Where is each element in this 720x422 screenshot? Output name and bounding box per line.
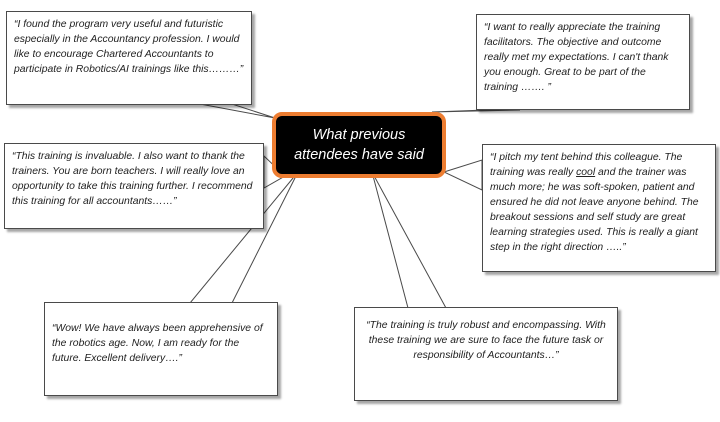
testimonial-middle-left: “This training is invaluable. I also wan… (4, 143, 264, 229)
emphasized-word: cool (576, 167, 596, 178)
testimonial-top-right: “I want to really appreciate the trainin… (476, 14, 690, 110)
pointer-top-left (199, 103, 276, 119)
testimonial-text: “The training is truly robust and encomp… (366, 320, 606, 361)
pointer-middle-right (442, 159, 483, 191)
testimonial-text: “I want to really appreciate the trainin… (484, 22, 669, 93)
testimonial-middle-right: “I pitch my tent behind this colleague. … (482, 144, 716, 272)
testimonial-text: “I pitch my tent behind this colleague. … (490, 150, 708, 255)
testimonial-bottom-left: “Wow! We have always been apprehensive o… (44, 302, 278, 396)
testimonial-bottom-right: “The training is truly robust and encomp… (354, 307, 618, 401)
testimonial-top-left: “I found the program very useful and fut… (6, 11, 252, 105)
pointer-top-right (431, 109, 521, 113)
testimonial-text-start: “I pitch my tent behind this colleague. … (490, 152, 683, 178)
pointer-bottom-right (371, 171, 447, 309)
central-topic-title: What previous attendees have said (294, 127, 424, 163)
testimonial-text: “Wow! We have always been apprehensive o… (52, 323, 263, 364)
testimonial-text: “I found the program very useful and fut… (14, 19, 244, 75)
testimonial-text: “This training is invaluable. I also wan… (12, 151, 253, 207)
central-topic: What previous attendees have said (272, 112, 446, 178)
testimonial-text-end: and the trainer was much more; he was so… (490, 167, 699, 253)
